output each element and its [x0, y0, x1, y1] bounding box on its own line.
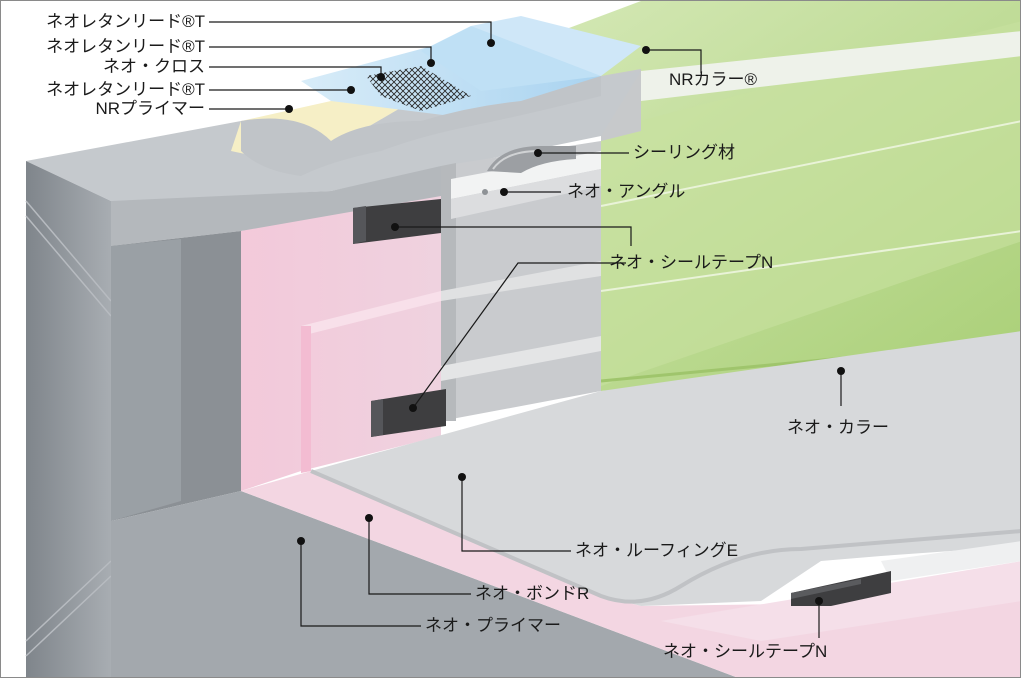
seal-tapes [353, 199, 891, 606]
label-neo-roofing: ネオ・ルーフィングE [575, 541, 738, 560]
label-sealing: シーリング材 [633, 143, 735, 162]
label-nr-primer: NRプライマー [95, 99, 205, 118]
label-nr-color: NRカラー® [669, 70, 758, 89]
label-neo-color: ネオ・カラー [787, 418, 889, 437]
label-neo-retanlead-top: ネオレタンリード®T [46, 12, 205, 31]
angle-column [441, 141, 601, 421]
label-neo-retanlead-low: ネオレタンリード®T [46, 80, 205, 99]
label-neo-cross: ネオ・クロス [103, 57, 205, 76]
label-neo-retanlead-mid: ネオレタンリード®T [46, 37, 205, 56]
label-neo-angle: ネオ・アングル [567, 182, 686, 201]
label-neo-sealtape-lower: ネオ・シールテープN [663, 642, 828, 661]
label-neo-bond: ネオ・ボンドR [475, 584, 590, 603]
leader-dots [285, 39, 845, 605]
coping-layers [231, 16, 641, 176]
label-neo-primer: ネオ・プライマー [425, 616, 561, 635]
label-neo-sealtape-upper: ネオ・シールテープN [609, 253, 774, 272]
green-coping [641, 31, 1020, 101]
